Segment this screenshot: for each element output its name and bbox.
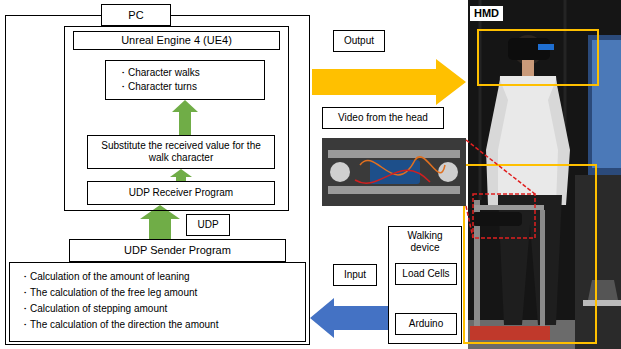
node-text: UDP Sender Program bbox=[69, 239, 286, 262]
node-text: UDP bbox=[191, 219, 225, 231]
node-text: Substitute the received value for the wa… bbox=[92, 140, 270, 164]
output-caption: Video from the head bbox=[322, 107, 444, 129]
photo bbox=[464, 0, 621, 349]
node-text: Load Cells bbox=[400, 268, 452, 280]
output-tag: Output bbox=[333, 30, 385, 52]
node-text: ・The calculation of the free leg amount bbox=[20, 285, 295, 301]
sender-group: UDP Sender Program・Calculation of the am… bbox=[9, 239, 306, 343]
inset-photo bbox=[322, 138, 466, 206]
flow-arrow bbox=[170, 169, 192, 181]
node-text: Output bbox=[338, 35, 380, 47]
sensor-box: Load Cells bbox=[395, 263, 457, 285]
node-text: UDP Receiver Program bbox=[92, 187, 270, 199]
controller-box: Arduino bbox=[395, 313, 457, 335]
node-text: Input bbox=[338, 269, 372, 281]
protocol-tag: UDP bbox=[186, 214, 230, 236]
sender-heading-wrap: UDP Sender Program bbox=[9, 239, 306, 262]
leader-line bbox=[466, 140, 535, 194]
node-text: Arduino bbox=[400, 318, 452, 330]
leader-line bbox=[466, 206, 473, 238]
node-text: ・The calculation of the direction the am… bbox=[20, 317, 295, 333]
pc-box: PCUnreal Engine 4 (UE4)・Character walks・… bbox=[5, 15, 310, 345]
input-tag: Input bbox=[333, 264, 377, 286]
photo-label: HMD bbox=[470, 6, 503, 21]
node-text: ・Character walks bbox=[118, 66, 252, 80]
node-text: Video from the head bbox=[327, 112, 439, 124]
flow-arrow bbox=[172, 100, 198, 135]
process-box: ・Character walks・Character turns bbox=[105, 60, 265, 100]
node-text: ・Calculation of stepping amount bbox=[20, 301, 295, 317]
process-box: Substitute the received value for the wa… bbox=[87, 135, 275, 169]
node-text: Unreal Engine 4 (UE4) bbox=[73, 31, 280, 50]
output-arrow bbox=[312, 59, 466, 105]
node-text: Walking device bbox=[400, 230, 450, 254]
node-text: ・Character turns bbox=[118, 80, 252, 94]
device-group: Walking deviceLoad CellsArduino bbox=[388, 226, 462, 344]
sender-list-box: ・Calculation of the amount of leaning・Th… bbox=[9, 262, 306, 342]
flow-arrow bbox=[310, 298, 388, 338]
process-box: UDP Receiver Program bbox=[87, 181, 275, 205]
node-text: PC bbox=[101, 4, 171, 26]
engine-group: Unreal Engine 4 (UE4) ・Character walks・Ch… bbox=[64, 26, 289, 211]
node-text: ・Calculation of the amount of leaning bbox=[20, 269, 295, 285]
